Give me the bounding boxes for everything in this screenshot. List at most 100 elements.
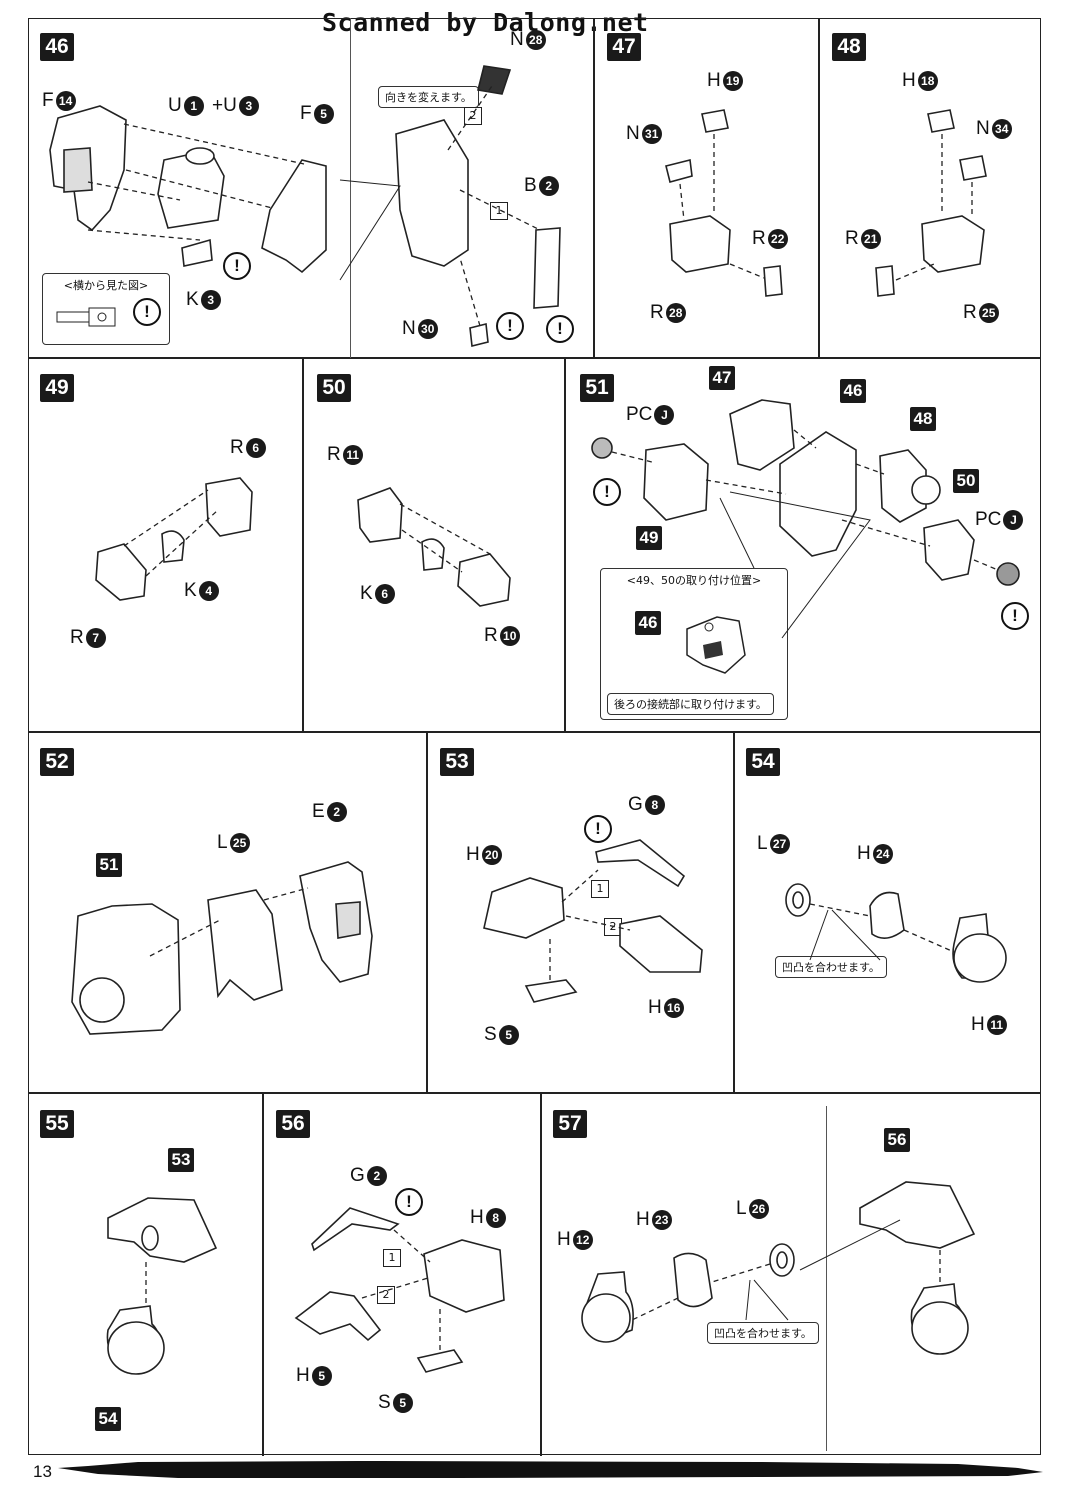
sub-divider <box>350 18 351 358</box>
caution-icon: ! <box>395 1188 423 1216</box>
attach-position-title: <49、50の取り付け位置> <box>626 574 762 587</box>
caution-icon: ! <box>496 312 524 340</box>
step-number-52: 52 <box>40 748 74 776</box>
row-divider <box>28 731 1041 733</box>
col-divider <box>426 731 428 1093</box>
col-divider <box>302 357 304 732</box>
step-number-54: 54 <box>746 748 780 776</box>
step-number-56: 56 <box>276 1110 310 1138</box>
step-ref-54: 54 <box>95 1407 121 1431</box>
step-56-parts-diagram <box>294 1207 505 1373</box>
step-number-53: 53 <box>440 748 474 776</box>
step-ref-49: 49 <box>636 526 662 550</box>
col-divider <box>593 18 595 358</box>
footer-brush-stroke <box>58 1461 1043 1478</box>
col-divider <box>564 357 566 732</box>
step-46-parts-diagram <box>49 65 561 347</box>
col-divider <box>262 1092 264 1456</box>
step-number-48: 48 <box>832 33 866 61</box>
note-change-direction: 向きを変えます。 <box>378 86 479 108</box>
side-view-diagram <box>56 307 116 327</box>
step-48-parts-diagram <box>875 109 987 297</box>
sequence-2: 2 <box>377 1286 395 1304</box>
step-47-parts-diagram <box>665 109 783 297</box>
sub-divider <box>826 1106 827 1451</box>
sequence-2: 2 <box>464 107 482 125</box>
note-align: 凹凸を合わせます。 <box>707 1322 819 1344</box>
step-number-46: 46 <box>40 33 74 61</box>
step-number-49: 49 <box>40 374 74 402</box>
col-divider <box>818 18 820 358</box>
step-ref-53: 53 <box>168 1148 194 1172</box>
sequence-1: 1 <box>383 1249 401 1267</box>
step-number-47: 47 <box>607 33 641 61</box>
step-ref-46: 46 <box>840 379 866 403</box>
step-ref-46: 46 <box>635 611 661 635</box>
sequence-1: 1 <box>490 202 508 220</box>
step-57-assembly-diagram <box>799 1181 976 1355</box>
attach-position-inset: <49、50の取り付け位置> 46 後ろの接続部に取り付けます。 <box>600 568 788 720</box>
step-54-parts-diagram <box>785 883 1007 983</box>
caution-icon: ! <box>593 478 621 506</box>
row-divider <box>28 1092 1041 1094</box>
step-ref-50: 50 <box>953 469 979 493</box>
step-53-parts-diagram <box>483 839 703 1003</box>
step-number-55: 55 <box>40 1110 74 1138</box>
step-ref-47: 47 <box>709 366 735 390</box>
col-divider <box>733 731 735 1093</box>
step-50-parts-diagram <box>357 487 511 607</box>
page-number: 13 <box>33 1462 52 1481</box>
caution-icon: ! <box>1001 602 1029 630</box>
step-ref-48: 48 <box>910 407 936 431</box>
step-55-parts-diagram <box>106 1197 218 1375</box>
caution-icon: ! <box>546 315 574 343</box>
side-view-inset: <横から見た図> ! <box>42 273 170 345</box>
attach-position-diagram <box>686 616 746 674</box>
instruction-page-frame <box>28 18 1041 1455</box>
note-rear-joint: 後ろの接続部に取り付けます。 <box>607 693 774 715</box>
step-49-parts-diagram <box>95 477 253 601</box>
note-align: 凹凸を合わせます。 <box>775 956 887 978</box>
step-number-51: 51 <box>580 374 614 402</box>
row-divider <box>28 357 1041 359</box>
caution-icon: ! <box>223 252 251 280</box>
caution-icon: ! <box>133 298 161 326</box>
step-51-parts-diagram <box>591 399 1020 639</box>
side-view-title: <横から見た図> <box>63 279 149 292</box>
